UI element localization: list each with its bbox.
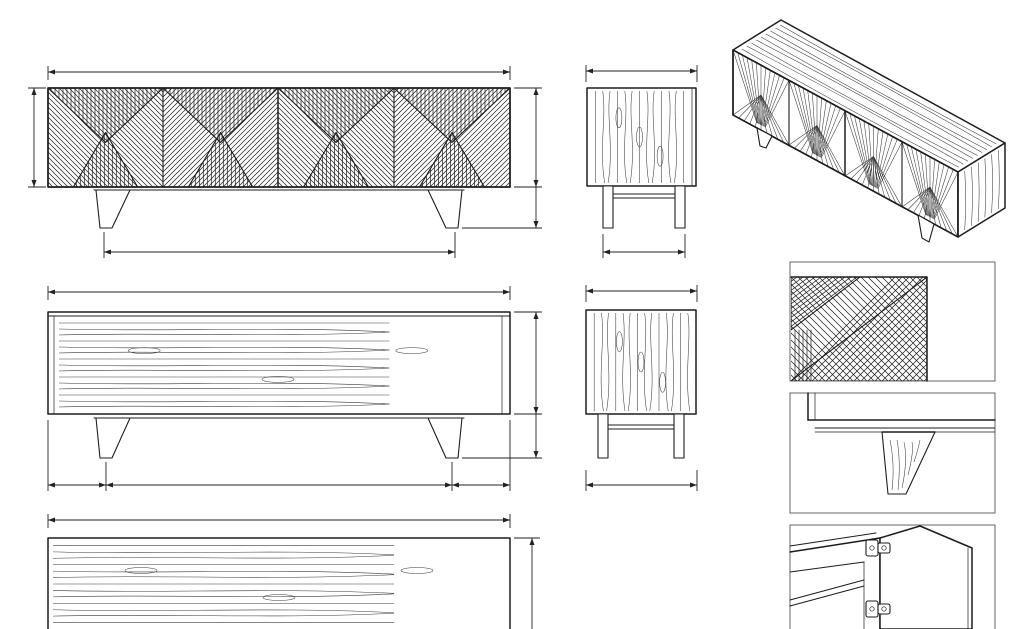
detail-leg-joint <box>789 392 996 514</box>
side-elevation-rear <box>585 285 698 491</box>
dimension-rear-width <box>47 286 511 300</box>
dimension-side-2-span <box>585 470 698 491</box>
hinge-lower-icon <box>865 600 891 618</box>
iso-front-pattern <box>732 49 959 238</box>
side-2-leg-left <box>597 413 609 459</box>
cabinet-body-rear <box>47 311 511 415</box>
dimension-depth-2 <box>585 285 698 302</box>
iso-top-grain <box>741 24 997 168</box>
isometric-view <box>732 19 1006 243</box>
dimension-depth <box>585 65 698 82</box>
door-1-pattern <box>48 88 163 187</box>
hinge-icon <box>865 539 891 557</box>
dimension-rear-segments <box>47 420 511 491</box>
door-3-pattern <box>278 88 394 187</box>
side-leg-right <box>674 185 686 229</box>
rear-panel-grain <box>58 322 429 408</box>
dimension-side-leg-span <box>602 234 686 258</box>
dimension-rear-height <box>462 311 542 459</box>
side-panel-2-grain <box>593 312 691 412</box>
leg-front-left <box>95 189 131 229</box>
iso-side-grain <box>964 150 1000 230</box>
top-plan <box>47 514 540 629</box>
door-2-pattern <box>163 88 278 187</box>
front-elevation <box>28 66 542 258</box>
top-panel-grain <box>52 545 434 623</box>
leg-front-right <box>427 189 463 229</box>
detail-hinge-interior <box>789 524 996 629</box>
hinge-door-open <box>879 525 973 629</box>
side-panel <box>586 87 697 187</box>
iso-leg-right <box>917 214 935 243</box>
side-leg-left <box>602 185 614 229</box>
leg-rear-left <box>95 417 131 459</box>
side-2-leg-right <box>673 413 685 459</box>
dimension-overall-width <box>47 66 511 80</box>
dimension-body-height <box>28 87 46 188</box>
dimension-top-depth <box>514 537 540 629</box>
dimension-total-height <box>462 87 542 229</box>
dimension-leg-span <box>103 232 456 258</box>
leg-rear-right <box>427 417 463 459</box>
side-elevation <box>585 65 698 258</box>
detail-door-pattern <box>789 261 996 382</box>
dimension-top-width <box>47 514 511 528</box>
iso-leg-left <box>756 127 773 149</box>
rear-elevation <box>47 286 542 491</box>
top-panel <box>47 537 511 629</box>
side-panel-grain <box>595 90 684 184</box>
side-panel-2 <box>585 309 697 415</box>
